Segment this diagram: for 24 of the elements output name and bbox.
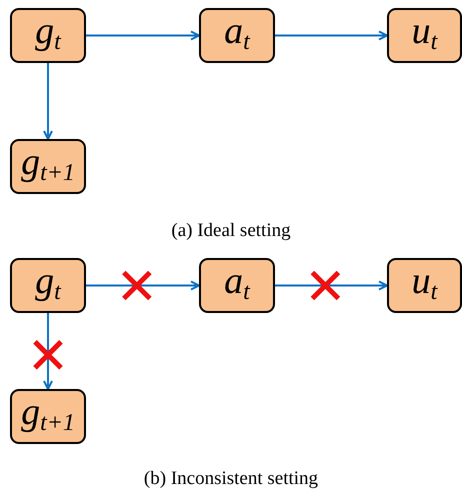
variable-box <box>10 389 86 444</box>
variable-symbol: g$_{t}$ <box>35 12 61 56</box>
arrow <box>43 63 53 140</box>
subfigure-caption: (a) Ideal setting <box>171 221 291 240</box>
arrow <box>275 280 388 290</box>
variable-box <box>10 8 86 63</box>
variable-symbol: g$_{t+1}$ <box>21 392 75 438</box>
variable-box <box>199 8 275 63</box>
arrow <box>86 280 200 290</box>
variable-symbol: a$_{t}$ <box>224 262 250 306</box>
variable-symbol: g$_{t+1}$ <box>21 142 75 188</box>
arrow <box>43 313 53 390</box>
variable-box <box>199 258 275 313</box>
variable-symbol: u$_{t}$ <box>412 12 438 56</box>
variable-symbol: a$_{t}$ <box>224 12 250 56</box>
subfigure-caption: (b) Inconsistent setting <box>144 469 318 488</box>
arrow <box>275 30 388 40</box>
variable-box <box>10 258 86 313</box>
arrow <box>86 30 200 40</box>
variable-box <box>10 139 86 194</box>
variable-box <box>387 258 462 313</box>
variable-symbol: g$_{t}$ <box>35 262 61 306</box>
variable-box <box>387 8 462 63</box>
variable-symbol: u$_{t}$ <box>412 262 438 306</box>
